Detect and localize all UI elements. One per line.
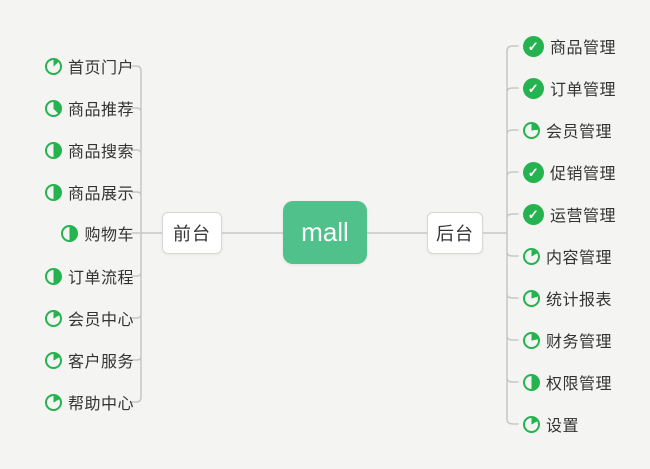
node-label: 购物车	[84, 227, 134, 244]
node-settings[interactable]: 设置	[523, 413, 579, 435]
node-label: 帮助中心	[67, 396, 134, 413]
check-icon: ✓	[523, 203, 544, 225]
branch-node-frontend[interactable]: 前台	[162, 212, 222, 254]
node-member-admin[interactable]: 会员管理	[523, 119, 612, 141]
node-product-search[interactable]: 商品搜索	[44, 139, 134, 161]
pie-icon	[44, 393, 62, 411]
node-permission-admin[interactable]: 权限管理	[523, 371, 612, 393]
pie-icon	[523, 289, 540, 307]
node-member-center[interactable]: 会员中心	[44, 307, 134, 329]
node-label: 统计报表	[546, 292, 613, 309]
node-label: 运营管理	[550, 208, 617, 225]
node-product-recommend[interactable]: 商品推荐	[44, 97, 134, 119]
node-order-admin[interactable]: ✓ 订单管理	[523, 77, 616, 99]
node-product-display[interactable]: 商品展示	[44, 181, 134, 203]
pie-icon	[44, 99, 62, 117]
node-label: 商品展示	[67, 186, 134, 203]
node-label: 权限管理	[546, 376, 613, 393]
node-home-portal[interactable]: 首页门户	[44, 55, 134, 77]
node-label: 内容管理	[546, 250, 613, 267]
node-label: 促销管理	[550, 166, 617, 183]
pie-icon	[44, 267, 62, 285]
node-label: 订单管理	[550, 82, 617, 99]
node-finance-admin[interactable]: 财务管理	[523, 329, 612, 351]
node-label: 会员中心	[67, 312, 134, 329]
check-icon: ✓	[523, 77, 544, 99]
node-label: 商品推荐	[67, 102, 134, 119]
node-operation-admin[interactable]: ✓ 运营管理	[523, 203, 616, 225]
left-branch-connector	[131, 65, 164, 403]
node-customer-service[interactable]: 客户服务	[44, 349, 134, 371]
pie-icon	[61, 224, 79, 242]
pie-icon	[44, 309, 62, 327]
node-product-admin[interactable]: ✓ 商品管理	[523, 35, 616, 57]
node-label: 商品管理	[550, 40, 617, 57]
node-label: 会员管理	[546, 124, 613, 141]
pie-icon	[44, 183, 62, 201]
node-content-admin[interactable]: 内容管理	[523, 245, 612, 267]
node-label: 商品搜索	[67, 144, 134, 161]
pie-icon	[44, 141, 62, 159]
pie-icon	[523, 121, 540, 139]
node-label: 首页门户	[67, 60, 134, 77]
node-shopping-cart[interactable]: 购物车	[61, 222, 134, 244]
pie-icon	[523, 373, 540, 391]
pie-icon	[44, 351, 62, 369]
root-node-mall[interactable]: mall	[283, 201, 367, 264]
check-icon: ✓	[523, 161, 544, 183]
pie-icon	[523, 415, 540, 433]
node-label: 订单流程	[67, 270, 134, 287]
node-label: 设置	[546, 418, 580, 435]
node-statistics-report[interactable]: 统计报表	[523, 287, 612, 309]
right-branch-connector	[480, 45, 519, 425]
pie-icon	[44, 57, 62, 75]
node-order-flow[interactable]: 订单流程	[44, 265, 134, 287]
node-label: 客户服务	[67, 354, 134, 371]
pie-icon	[523, 331, 540, 349]
node-help-center[interactable]: 帮助中心	[44, 391, 134, 413]
branch-node-backend[interactable]: 后台	[427, 212, 483, 254]
node-promotion-admin[interactable]: ✓ 促销管理	[523, 161, 616, 183]
pie-icon	[523, 247, 540, 265]
node-label: 财务管理	[546, 334, 613, 351]
check-icon: ✓	[523, 35, 544, 57]
